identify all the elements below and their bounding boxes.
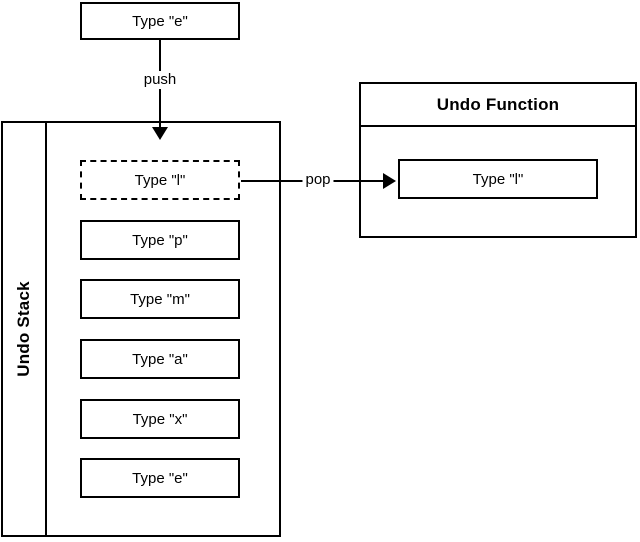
undo-function-title: Undo Function [436, 94, 560, 114]
undo-function-item-box: Type "l" [398, 159, 598, 199]
undo-stack-title-bar: Undo Stack [3, 123, 47, 535]
stack-item-label: Type "p" [132, 231, 188, 249]
stack-item-box: Type "p" [80, 220, 240, 260]
stack-item-label: Type "x" [132, 410, 188, 428]
stack-item-label: Type "l" [134, 171, 186, 189]
push-arrowhead-icon [152, 127, 168, 140]
pop-label: pop [302, 171, 334, 189]
stack-item-label: Type "e" [132, 469, 188, 487]
typed-char-box: Type "e" [80, 2, 240, 40]
stack-item-label: Type "m" [130, 290, 190, 308]
stack-item-box: Type "l" [80, 160, 240, 200]
stack-item-label: Type "a" [132, 350, 188, 368]
undo-function-item-label: Type "l" [472, 170, 524, 188]
undo-function-header: Undo Function [361, 84, 635, 127]
stack-item-box: Type "e" [80, 458, 240, 498]
typed-char-label: Type "e" [132, 12, 188, 30]
stack-item-box: Type "a" [80, 339, 240, 379]
pop-arrowhead-icon [383, 173, 396, 189]
stack-item-box: Type "m" [80, 279, 240, 319]
push-label: push [140, 71, 180, 89]
stack-item-box: Type "x" [80, 399, 240, 439]
undo-stack-title: Undo Stack [14, 281, 33, 377]
